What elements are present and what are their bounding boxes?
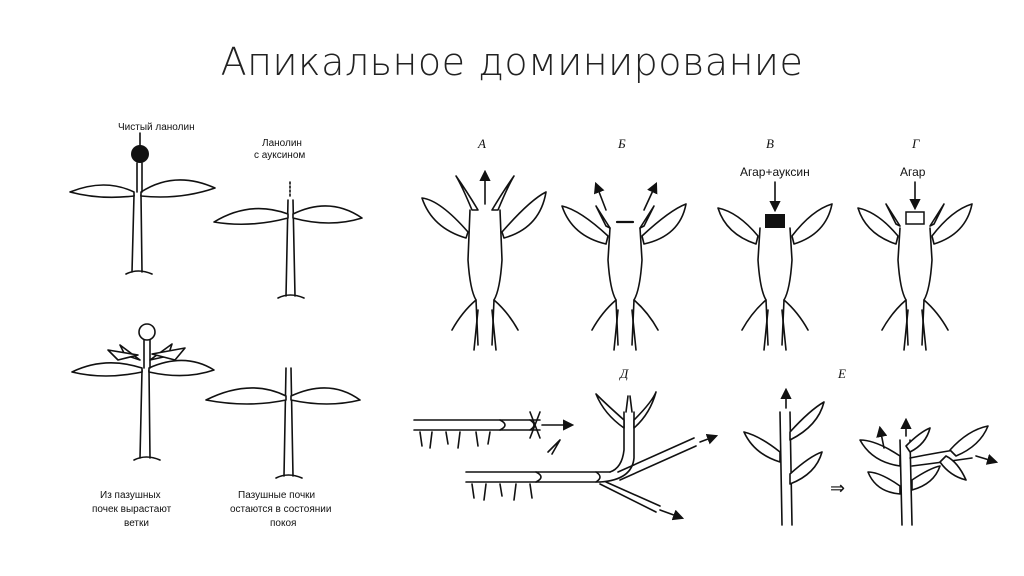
- transform-arrow: ⇒: [830, 478, 845, 498]
- lanolin-ball: [131, 145, 149, 163]
- letter-b: Б: [617, 136, 626, 151]
- seedling-g: [857, 181, 973, 351]
- rhizome-d: [413, 391, 719, 521]
- shoot-e-branched: [859, 417, 999, 526]
- label-agar: Агар: [900, 165, 926, 179]
- caption-bl-3: ветки: [124, 518, 149, 529]
- caption-bl-1: Из пазушных: [100, 490, 161, 501]
- caption-bl-2: почек вырастают: [92, 504, 172, 515]
- caption-br-2: остаются в состоянии: [230, 504, 331, 515]
- seedling-v: [717, 181, 833, 351]
- caption-br-1: Пазушные почки: [238, 490, 315, 501]
- page-title: Апикальное доминирование: [220, 40, 804, 84]
- seedling-b: [561, 181, 687, 351]
- label-lanolin-line2: с ауксином: [254, 150, 305, 161]
- letter-a: А: [477, 136, 486, 151]
- plant-lanolin-auxin: [213, 179, 363, 299]
- shoot-e: [743, 387, 825, 526]
- plant-branches-grow: [71, 323, 215, 461]
- caption-br-3: покоя: [270, 518, 296, 529]
- seedling-a: [421, 169, 547, 351]
- letter-e: Е: [837, 366, 846, 381]
- plant-buds-dormant: [205, 367, 361, 479]
- label-agar-auxin: Агар+ауксин: [740, 165, 810, 179]
- label-pure-lanolin: Чистый ланолин: [118, 122, 195, 133]
- letter-v: В: [766, 136, 774, 151]
- agar-auxin-block: [765, 214, 785, 228]
- plant-pure-lanolin: [69, 132, 216, 275]
- letter-g: Г: [911, 136, 920, 151]
- label-lanolin-line1: Ланолин: [262, 138, 302, 149]
- agar-block: [905, 211, 925, 225]
- lanolin-ball-2: [138, 323, 156, 341]
- letter-d: Д: [618, 366, 629, 381]
